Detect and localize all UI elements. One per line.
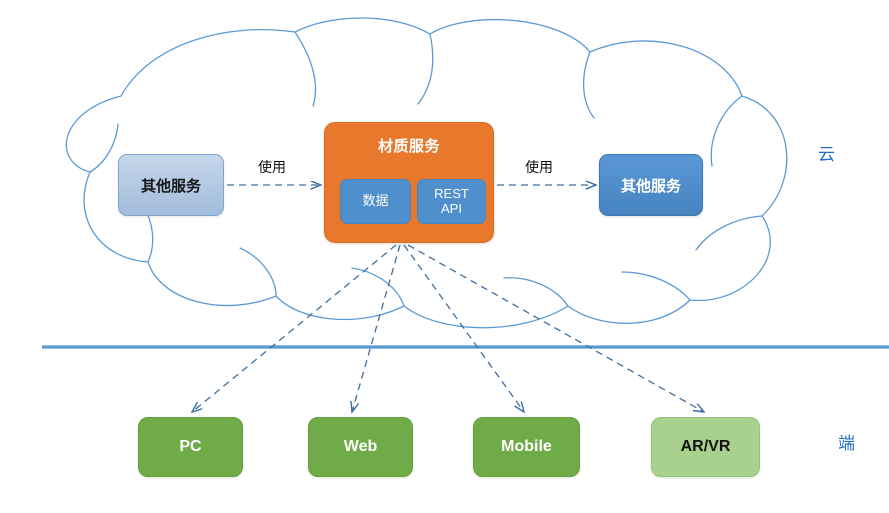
rest-api-line-2: API bbox=[441, 200, 462, 216]
node-endpoint-web[interactable]: Web bbox=[308, 417, 413, 477]
node-other-service-left-label: 其他服务 bbox=[140, 177, 201, 195]
node-material-service-data-label: 数据 bbox=[362, 193, 389, 209]
node-other-service-right[interactable]: 其他服务 bbox=[599, 154, 703, 216]
edge-label-left-use: 使用 bbox=[258, 159, 286, 175]
node-material-service-rest-api[interactable]: REST API bbox=[417, 179, 486, 224]
node-endpoint-mobile[interactable]: Mobile bbox=[473, 417, 580, 477]
node-material-service-rest-api-label: REST API bbox=[434, 185, 469, 217]
node-endpoint-web-label: Web bbox=[343, 438, 378, 455]
fanout-arrow-arvr bbox=[407, 244, 704, 412]
node-material-service-title: 材质服务 bbox=[377, 138, 440, 155]
node-other-service-left[interactable]: 其他服务 bbox=[118, 154, 224, 216]
node-material-service-data[interactable]: 数据 bbox=[340, 179, 411, 224]
node-endpoint-mobile-label: Mobile bbox=[501, 438, 552, 455]
node-other-service-right-label: 其他服务 bbox=[620, 177, 681, 195]
edge-label-right-use: 使用 bbox=[525, 159, 553, 175]
node-endpoint-arvr-label: AR/VR bbox=[680, 438, 731, 455]
zone-label-cloud: 云 bbox=[818, 145, 835, 164]
fanout-arrow-mobile bbox=[403, 244, 524, 412]
node-endpoint-arvr[interactable]: AR/VR bbox=[651, 417, 760, 477]
rest-api-line-1: REST bbox=[434, 185, 469, 201]
node-material-service[interactable]: 材质服务 数据 REST API bbox=[324, 122, 494, 243]
cloud-outline bbox=[65, 17, 788, 329]
node-endpoint-pc[interactable]: PC bbox=[138, 417, 243, 477]
fanout-arrow-pc bbox=[192, 244, 397, 412]
node-endpoint-pc-label: PC bbox=[179, 438, 202, 455]
zone-label-edge: 端 bbox=[838, 434, 855, 453]
fanout-arrow-web bbox=[352, 244, 401, 412]
